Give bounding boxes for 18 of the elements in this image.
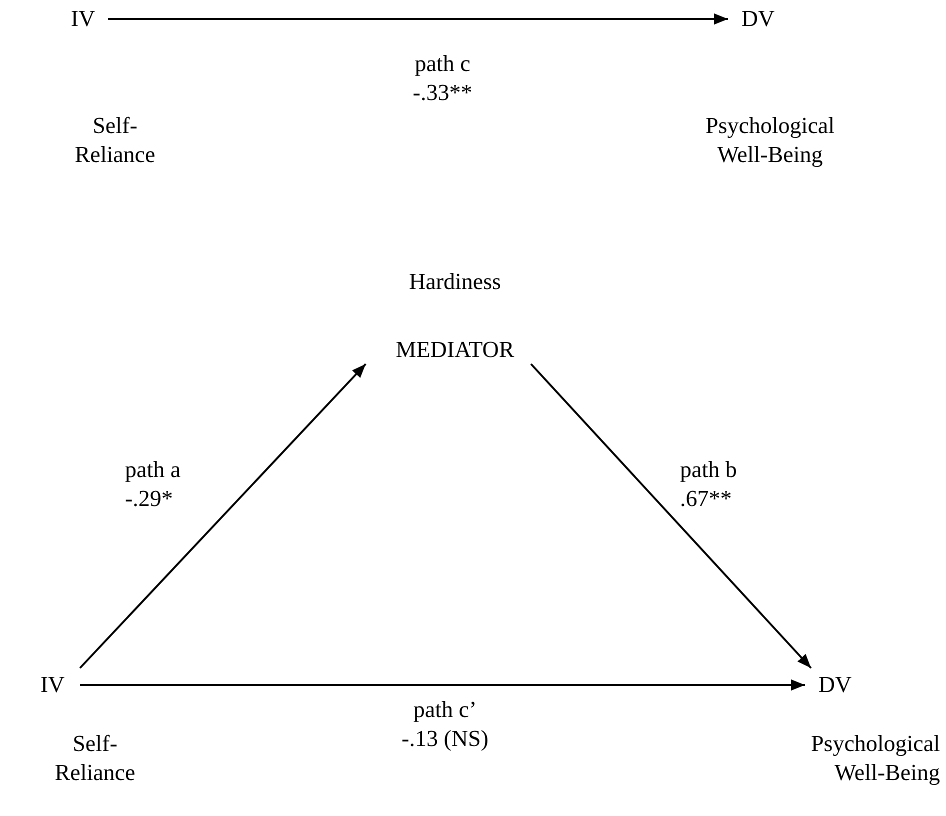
- arrow: [80, 679, 805, 691]
- construct-caption: Self- Reliance: [54, 730, 136, 787]
- arrow: [108, 13, 728, 25]
- arrow: [530, 363, 812, 669]
- variable-label: MEDIATOR: [396, 336, 514, 364]
- variable-label: DV: [728, 2, 788, 36]
- edge-label: path a -.29*: [125, 456, 182, 513]
- edge-label: path c -.33**: [412, 50, 474, 107]
- variable-label: IV: [58, 2, 108, 36]
- variable-label: IV: [25, 668, 80, 702]
- arrow: [79, 363, 366, 669]
- variable-label: Hardiness: [409, 268, 501, 296]
- edge-label: path b .67**: [680, 456, 738, 513]
- construct-caption: Self- Reliance: [74, 112, 156, 169]
- edge-label: path c’ -.13 (NS): [400, 696, 490, 753]
- construct-caption: Psychological Well-Being: [810, 730, 940, 787]
- construct-caption: Psychological Well-Being: [704, 112, 836, 169]
- variable-label: DV: [805, 668, 865, 702]
